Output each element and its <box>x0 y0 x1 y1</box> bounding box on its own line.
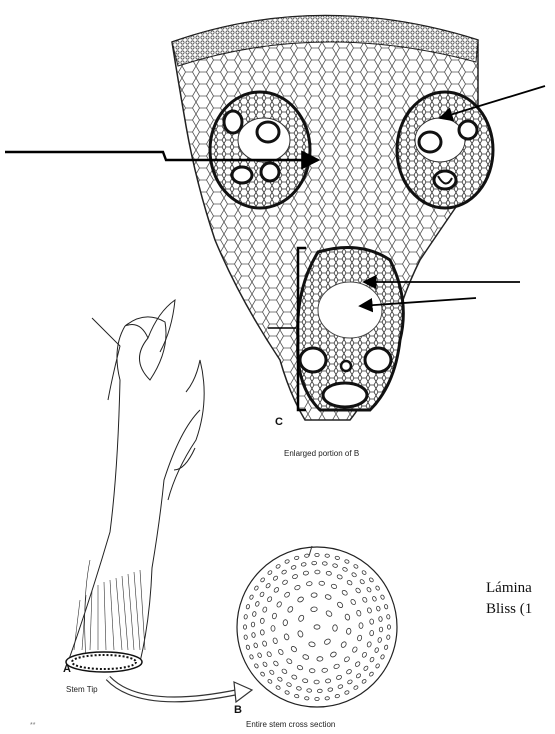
panel-c-caption: Enlarged portion of B <box>284 449 359 458</box>
panel-b-caption: Entire stem cross section <box>246 720 335 729</box>
panel-c-letter: C <box>275 416 283 428</box>
page-mark: ** <box>30 722 35 729</box>
vascular-bundle-bottom <box>298 248 404 411</box>
panel-b-cross-section <box>237 546 397 707</box>
side-note-line-2: Bliss (1 <box>486 601 532 618</box>
vascular-bundle-left <box>210 92 310 208</box>
panel-a-letter: A <box>63 663 71 675</box>
vascular-bundle-right <box>397 92 493 208</box>
panel-c-tissue <box>172 15 493 420</box>
panel-a-caption: Stem Tip <box>66 685 98 694</box>
panel-a-stem-tip <box>66 300 204 672</box>
side-note-line-1: Lámina <box>486 580 532 597</box>
panel-b-letter: B <box>234 704 242 716</box>
